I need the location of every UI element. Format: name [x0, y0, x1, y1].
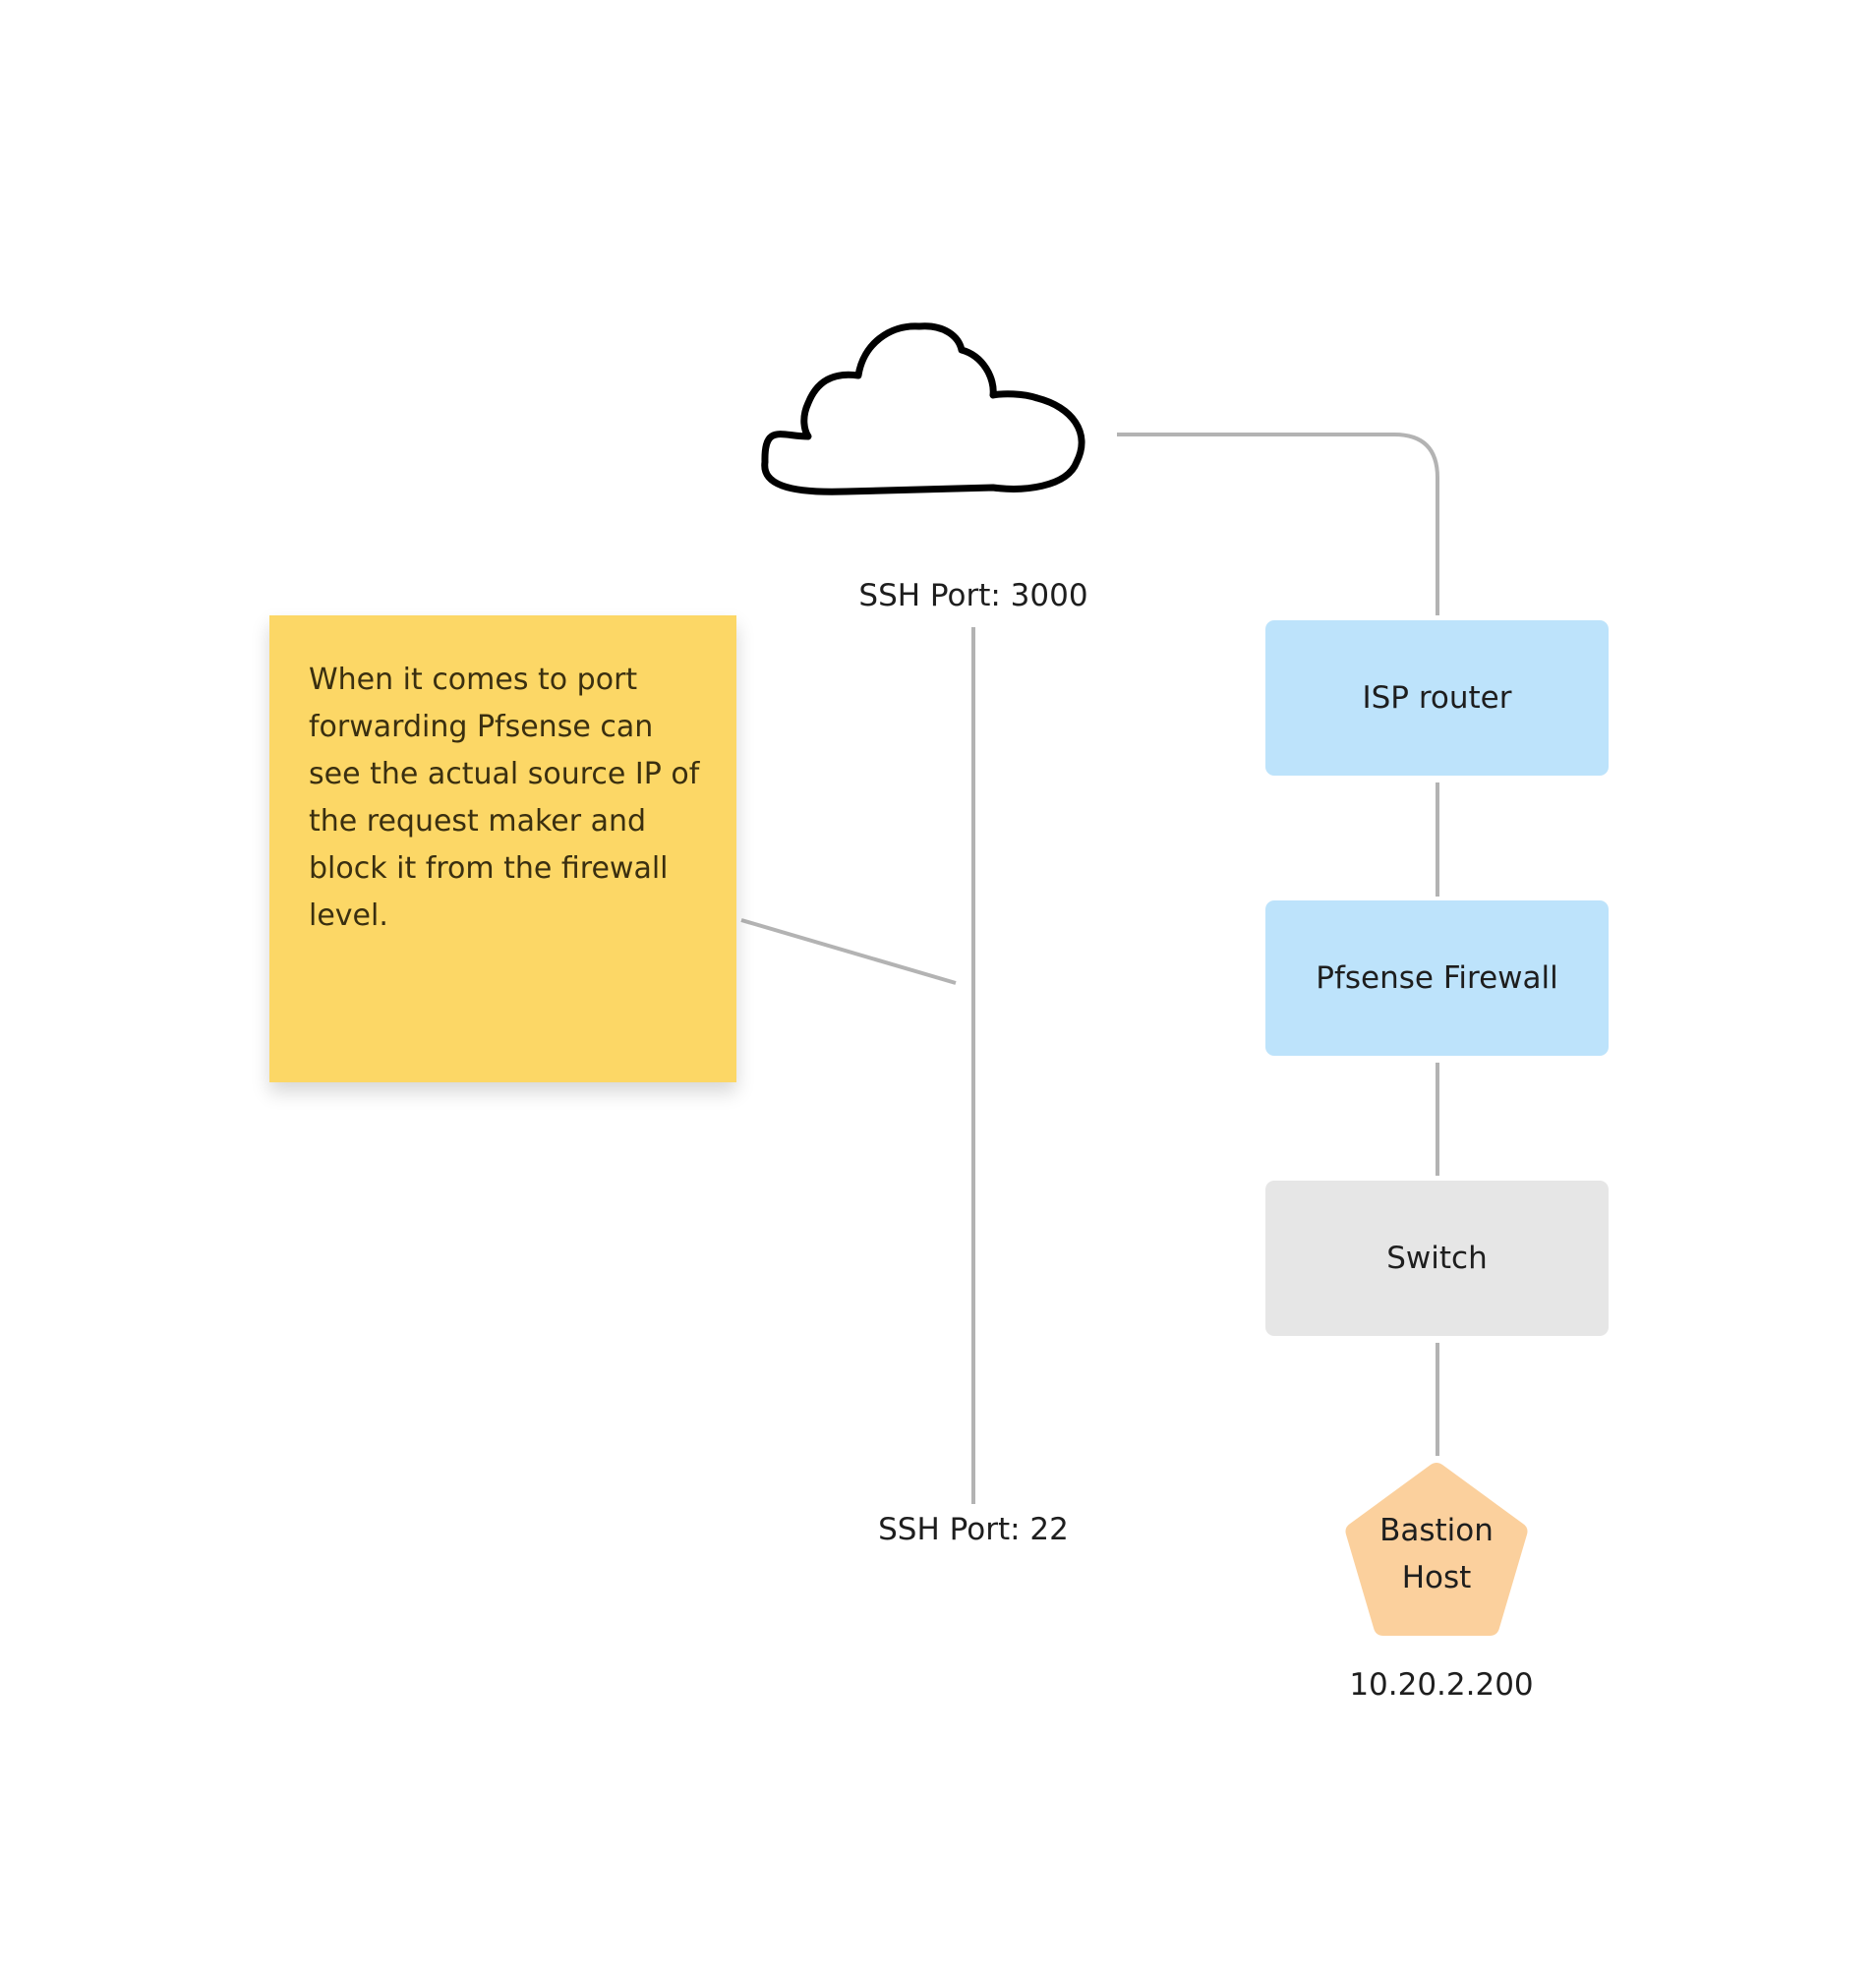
connector-cloud-isp: [1117, 433, 1439, 615]
isp-router-label: ISP router: [1362, 680, 1512, 716]
cloud-icon: [761, 322, 1085, 495]
bastion-ip-label: 10.20.2.200: [1349, 1667, 1534, 1703]
switch-node[interactable]: Switch: [1265, 1181, 1609, 1336]
sticky-note[interactable]: When it comes to port forwarding Pfsense…: [269, 615, 736, 1082]
pfsense-firewall-node[interactable]: Pfsense Firewall: [1265, 900, 1609, 1056]
bastion-host-node[interactable]: Bastion Host: [1340, 1459, 1533, 1642]
isp-router-node[interactable]: ISP router: [1265, 620, 1609, 776]
ssh-port-internal-label: SSH Port: 22: [878, 1512, 1069, 1547]
sticky-note-connector: [740, 918, 957, 985]
pfsense-firewall-label: Pfsense Firewall: [1316, 960, 1558, 996]
bastion-host-label-line1: Bastion: [1379, 1513, 1494, 1548]
sticky-note-text: When it comes to port forwarding Pfsense…: [309, 663, 700, 933]
bastion-host-label-line2: Host: [1401, 1560, 1472, 1595]
switch-label: Switch: [1386, 1241, 1488, 1276]
ssh-port-external-label: SSH Port: 3000: [858, 578, 1088, 613]
bastion-host-shape: [1345, 1463, 1528, 1636]
